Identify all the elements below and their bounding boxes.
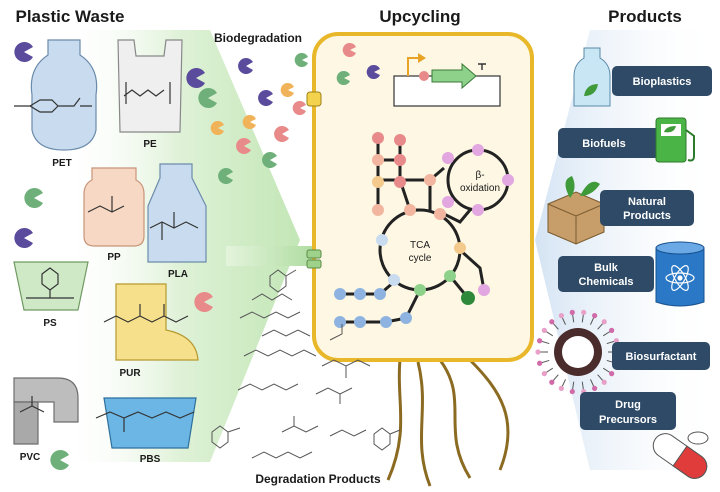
transporter	[306, 249, 322, 259]
micelle-center	[562, 336, 594, 368]
enzyme-green	[50, 450, 69, 470]
surfactant-head	[549, 379, 555, 385]
ps-cup: PS	[13, 261, 89, 329]
pe-bag: PE	[117, 39, 183, 150]
label-ps: PS	[43, 318, 57, 329]
heading-products: Products	[608, 7, 682, 26]
surfactant-head	[549, 319, 555, 325]
pet-bottle: PET	[14, 39, 98, 169]
surfactant-head	[569, 309, 575, 316]
plant-icon	[565, 176, 600, 198]
heading-upcycling: Upcycling	[379, 7, 460, 26]
leaf-icon	[584, 84, 598, 96]
enzyme-purple	[258, 89, 273, 106]
pill-icon	[687, 431, 709, 445]
enzyme-pink	[274, 126, 289, 142]
surfactant-head	[609, 327, 615, 333]
enzyme-green	[262, 152, 277, 168]
label-beta-oxidation: β-	[475, 170, 484, 181]
surfactant-head	[537, 338, 543, 344]
surfactant-head	[601, 379, 607, 385]
surfactant-head	[592, 385, 598, 391]
product-drug-precursors: Drug Precursors	[580, 392, 709, 479]
surfactant-head	[537, 360, 543, 366]
surfactant-head	[558, 385, 564, 391]
label-pvc: PVC	[20, 452, 41, 463]
surfactant-head	[541, 327, 547, 333]
pla-bottle: PLA	[147, 163, 207, 280]
enzyme-pink	[342, 43, 356, 58]
label-drug-precursors: Drug	[615, 399, 641, 411]
label-bioplastics: Bioplastics	[633, 76, 692, 88]
enzyme-purple	[14, 42, 33, 62]
label-natural-products: Natural	[628, 196, 666, 208]
micelle-icon	[535, 309, 621, 395]
pp-jug: PP	[83, 167, 145, 263]
label-beta-oxidation: oxidation	[460, 183, 500, 194]
enzyme-purple	[366, 65, 380, 80]
surfactant-head	[609, 371, 615, 377]
label-bulk-chemicals: Bulk	[594, 262, 619, 274]
transporter	[306, 259, 322, 269]
enzyme-pink	[236, 137, 251, 154]
surfactant-head	[592, 313, 598, 319]
enzymes	[14, 42, 308, 470]
enzyme-orange	[280, 83, 294, 97]
capsule-icon	[652, 433, 708, 479]
label-tca-cycle: cycle	[409, 253, 432, 264]
label-pp: PP	[107, 252, 121, 263]
heading-plastic-waste: Plastic Waste	[16, 7, 125, 26]
product-bioplastics: Bioplastics	[573, 47, 712, 107]
pbs-tub: PBS	[95, 397, 197, 465]
label-pet: PET	[52, 158, 71, 169]
surfactant-head	[581, 309, 587, 316]
label-pbs: PBS	[140, 454, 161, 465]
enzyme-green	[24, 188, 43, 209]
transporter	[306, 91, 322, 107]
product-bulk-chemicals: Bulk Chemicals	[558, 241, 705, 307]
label-tca-cycle: TCA	[410, 240, 430, 251]
metabolic-network	[334, 132, 514, 328]
product-natural: Natural Products	[547, 176, 694, 245]
label-biosurfactant: Biosurfactant	[626, 351, 697, 363]
label-pur: PUR	[119, 368, 141, 379]
enzyme-pink	[292, 101, 306, 116]
label-pe: PE	[143, 139, 157, 150]
enzyme-purple	[14, 228, 33, 248]
surfactant-head	[569, 388, 575, 395]
enzyme-green	[218, 168, 233, 184]
label-biodegradation: Biodegradation	[214, 31, 302, 45]
label-degradation-products: Degradation Products	[255, 472, 381, 486]
microbial-cell: TCA cycle β- oxidation	[306, 32, 534, 487]
enzyme-green	[198, 88, 217, 108]
enzyme-green	[336, 71, 350, 85]
enzyme-green	[294, 52, 308, 67]
pvc-pipe: PVC	[13, 377, 79, 463]
label-natural-products: Products	[623, 210, 671, 222]
label-drug-precursors: Precursors	[599, 414, 657, 426]
degradation-molecules	[211, 269, 401, 459]
surfactant-head	[541, 371, 547, 377]
surfactant-head	[535, 349, 541, 355]
pur-boot: PUR	[103, 283, 199, 379]
product-biosurfactant: Biosurfactant	[535, 309, 710, 395]
atom-icon	[665, 265, 695, 291]
label-bulk-chemicals: Chemicals	[578, 276, 633, 288]
bottle-icon	[573, 47, 611, 107]
gene-construct	[393, 53, 501, 107]
label-pla: PLA	[168, 269, 188, 280]
enzyme-purple	[186, 68, 205, 88]
surfactant-head	[601, 319, 607, 325]
enzyme-purple	[238, 57, 253, 74]
product-biofuels: Biofuels	[558, 117, 695, 163]
enzyme-orange	[210, 120, 224, 135]
enzyme-orange	[242, 114, 256, 129]
label-biofuels: Biofuels	[582, 138, 625, 150]
surfactant-head	[558, 313, 564, 319]
enzyme-pink	[194, 292, 213, 312]
